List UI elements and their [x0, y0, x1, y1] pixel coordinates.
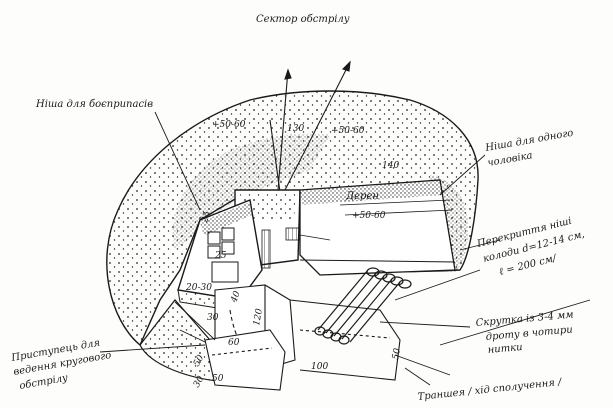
- dim-50b: 50: [212, 374, 224, 384]
- trench: [204, 284, 401, 391]
- dim-50c: 50: [391, 347, 403, 360]
- dim-40: 40: [229, 290, 243, 305]
- leader-lines: [99, 111, 501, 386]
- dim-130: 130: [287, 124, 304, 134]
- dim-50-60-left: +50-60: [212, 120, 246, 130]
- log-bundle: [314, 267, 412, 345]
- sector-label: Сектор обстрілу: [256, 14, 350, 25]
- dim-50-60-turf: +50-60: [352, 211, 386, 221]
- ammo-niche-label: Ніша для боєприпасів: [35, 99, 153, 110]
- dim-50-60-right: +50-60: [331, 126, 365, 136]
- dim-25a: 25: [200, 210, 213, 225]
- dim-120: 120: [252, 308, 265, 327]
- ground-lines: [174, 299, 591, 376]
- niche-roof: [299, 179, 456, 276]
- dim-140: 140: [382, 161, 399, 171]
- dim-100: 100: [311, 362, 328, 372]
- dim-60: 60: [228, 338, 240, 348]
- one-man-niche-label-2: чоловіка: [487, 150, 534, 169]
- sector-lines: [269, 60, 351, 193]
- turf-label: Дерен: [345, 191, 379, 202]
- bundle-label-3: нитки: [487, 342, 523, 356]
- dim-20-30: 20-30: [185, 283, 212, 293]
- dim-25b: 25: [214, 251, 227, 261]
- trench-label: Траншея / хід сполучення /: [417, 377, 563, 403]
- dim-30a: 30: [207, 313, 219, 323]
